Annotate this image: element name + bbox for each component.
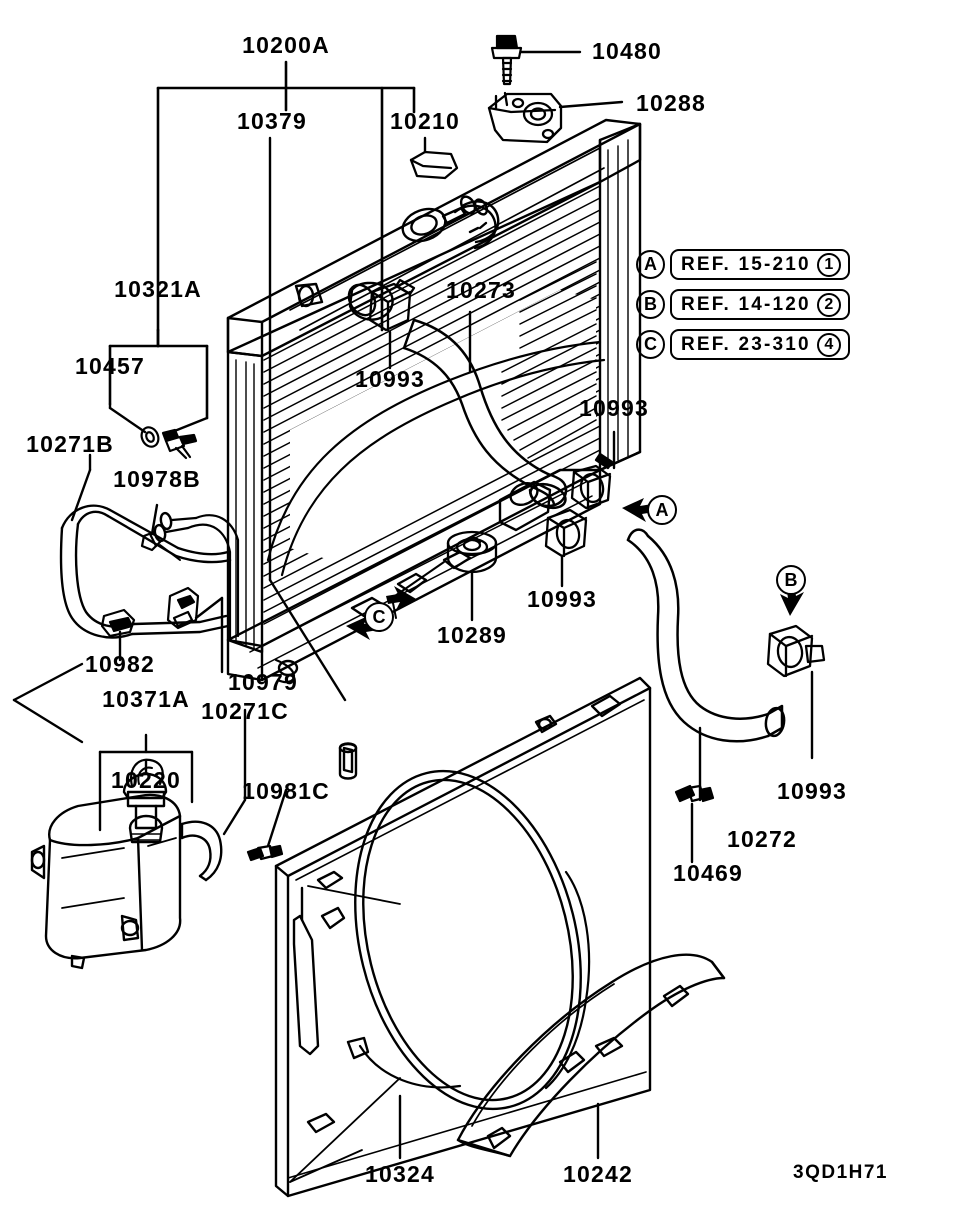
reference-number-c: 4 xyxy=(816,332,841,357)
part-10288-bracket xyxy=(487,91,563,144)
reference-row-c: C REF. 23-310 4 xyxy=(636,329,850,360)
reference-box-c: REF. 23-310 4 xyxy=(670,329,850,360)
label-10379: 10379 xyxy=(237,108,307,134)
callout-mark-b: B xyxy=(776,565,806,595)
part-10272-hose xyxy=(626,528,786,743)
part-10321A-screw xyxy=(161,428,198,460)
reference-box-a: REF. 15-210 1 xyxy=(670,249,850,280)
callout-mark-c: C xyxy=(364,602,394,632)
reference-legend: A REF. 15-210 1 B REF. 14-120 2 C REF. 2… xyxy=(636,249,850,369)
label-10993-mid: 10993 xyxy=(527,586,597,612)
label-10979: 10979 xyxy=(228,669,298,695)
part-10273-hose xyxy=(402,318,568,510)
reference-number-a: 1 xyxy=(816,252,841,277)
label-10371A: 10371A xyxy=(102,686,190,712)
arrow-a xyxy=(622,498,654,522)
part-drain-tube xyxy=(338,742,358,780)
label-10210: 10210 xyxy=(390,108,460,134)
label-10288: 10288 xyxy=(636,90,706,116)
reference-number-b: 2 xyxy=(816,292,841,317)
part-10993-clamp-d xyxy=(766,624,826,678)
part-10993-clamp-a xyxy=(368,278,416,332)
reference-key-b: B xyxy=(636,290,665,319)
callout-tree-10371A xyxy=(12,662,84,744)
part-10200A-radiator xyxy=(153,118,642,684)
reference-row-a: A REF. 15-210 1 xyxy=(636,249,850,280)
leader-10271B xyxy=(70,468,92,522)
label-10289: 10289 xyxy=(437,622,507,648)
reference-text-c: REF. 23-310 xyxy=(681,333,811,355)
reference-box-b: REF. 14-120 2 xyxy=(670,289,850,320)
leader-10379-kink xyxy=(268,578,347,702)
leader-10978B xyxy=(150,503,159,536)
label-10271C: 10271C xyxy=(201,698,289,724)
reference-text-b: REF. 14-120 xyxy=(681,293,811,315)
callout-tree-10321A xyxy=(108,328,209,420)
label-10200A: 10200A xyxy=(242,32,330,58)
leader-10271C xyxy=(222,798,247,836)
label-10981C: 10981C xyxy=(242,778,330,804)
label-10220: 10220 xyxy=(111,767,181,793)
reference-key-a: A xyxy=(636,250,665,279)
label-10242: 10242 xyxy=(563,1161,633,1187)
label-10480: 10480 xyxy=(592,38,662,64)
part-10324-fan-shroud xyxy=(274,676,652,1198)
part-10271C-hose xyxy=(180,820,223,882)
part-10480-bolt xyxy=(490,34,523,86)
drawing-code: 3QD1H71 xyxy=(793,1162,888,1183)
part-10242-lower-shroud xyxy=(456,953,726,1158)
label-10978B: 10978B xyxy=(113,466,201,492)
leader-10981C xyxy=(266,788,288,848)
part-10457-washer xyxy=(140,426,160,448)
part-10982-clip xyxy=(100,608,136,638)
leader-10979a xyxy=(194,596,224,620)
part-10210-cover xyxy=(409,150,459,180)
part-10993-clamp-c xyxy=(544,508,588,558)
arrow-c-right xyxy=(386,586,418,610)
leader-10288 xyxy=(558,100,624,109)
label-10273: 10273 xyxy=(446,277,516,303)
leader-10457 xyxy=(108,406,147,434)
label-10993-upper: 10993 xyxy=(355,366,425,392)
part-10469-screw xyxy=(674,784,715,803)
callout-tree-10220 xyxy=(98,733,194,832)
reference-text-a: REF. 15-210 xyxy=(681,253,811,275)
label-10469: 10469 xyxy=(673,860,743,886)
label-10993-lower-right: 10993 xyxy=(777,778,847,804)
callout-tree-10200A xyxy=(156,60,416,332)
part-10371A-reservoir xyxy=(30,758,182,970)
label-10993-upper-right: 10993 xyxy=(579,395,649,421)
label-10457: 10457 xyxy=(75,353,145,379)
part-10981C-screw xyxy=(246,844,284,862)
callout-mark-a: A xyxy=(647,495,677,525)
arrow-c-left xyxy=(346,616,378,640)
label-10272: 10272 xyxy=(727,826,797,852)
label-10982: 10982 xyxy=(85,651,155,677)
label-10271B: 10271B xyxy=(26,431,114,457)
reference-key-c: C xyxy=(636,330,665,359)
part-10993-clamp-b xyxy=(570,452,614,510)
label-10321A: 10321A xyxy=(114,276,202,302)
label-10324: 10324 xyxy=(365,1161,435,1187)
arrow-b xyxy=(780,584,804,616)
reference-row-b: B REF. 14-120 2 xyxy=(636,289,850,320)
leader-10321A xyxy=(170,416,209,434)
